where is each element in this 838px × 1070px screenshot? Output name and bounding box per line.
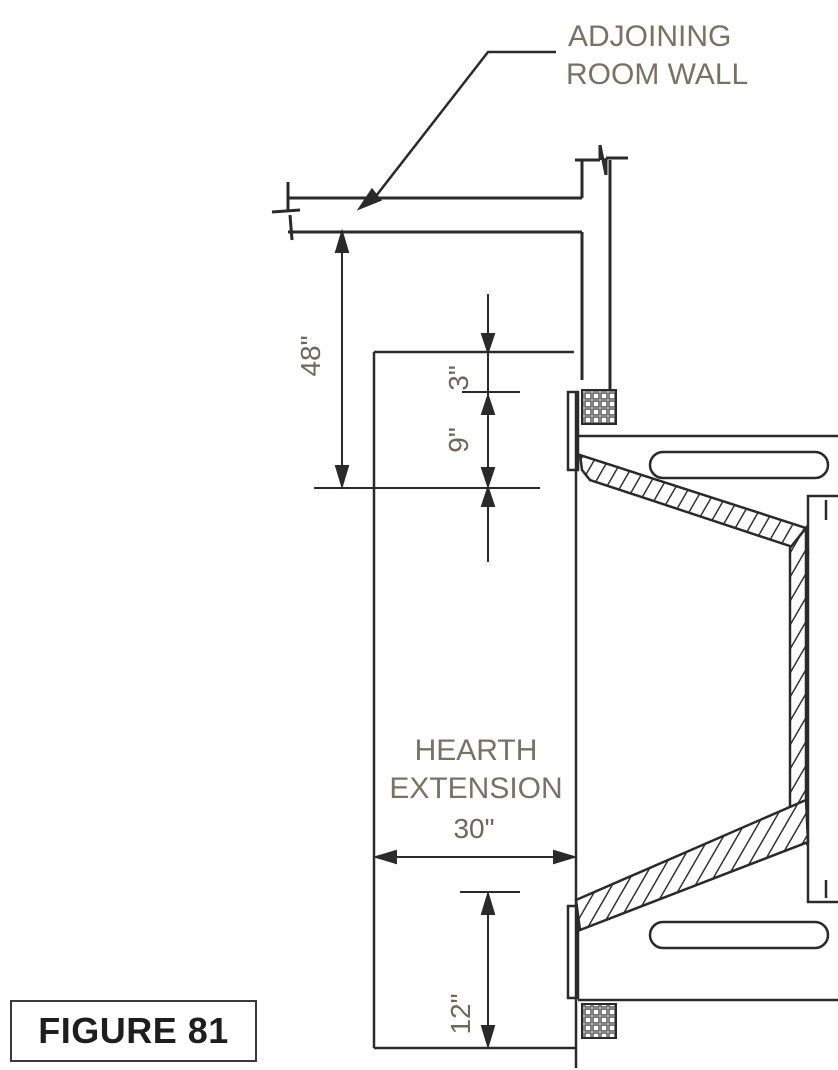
firebox-lower-wall	[574, 798, 810, 932]
dimension-3-label: 3"	[443, 365, 474, 391]
dimension-12	[460, 890, 520, 1050]
figure-caption: FIGURE 81	[38, 1010, 229, 1051]
firebox-upper-wall	[578, 453, 810, 554]
dimension-12-label: 12"	[445, 993, 476, 1034]
firebox-back-wall	[788, 524, 808, 847]
dimension-9-label: 9"	[443, 427, 474, 453]
hearth-label-line1: HEARTH	[415, 734, 538, 767]
dimension-48-label: 48"	[295, 335, 326, 376]
dimension-48	[314, 228, 540, 490]
dimension-30	[372, 849, 578, 865]
hearth-extension-outline	[372, 350, 578, 1068]
dimension-3-9	[462, 294, 520, 562]
adjoining-label-line2: ROOM WALL	[566, 58, 748, 91]
adjoining-wall-leader	[356, 50, 556, 211]
hearth-label-line2: EXTENSION	[389, 772, 562, 805]
dimension-30-label: 30"	[453, 813, 494, 844]
adjoining-label-line1: ADJOINING	[568, 20, 731, 53]
masonry-block-bottom	[581, 1003, 617, 1039]
masonry-block-top	[581, 389, 617, 425]
figure-caption-box: FIGURE 81	[10, 1000, 257, 1062]
fireplace-face-frame	[566, 390, 580, 1000]
adjoining-room-wall	[271, 144, 628, 398]
chimney-breast	[578, 434, 838, 1002]
